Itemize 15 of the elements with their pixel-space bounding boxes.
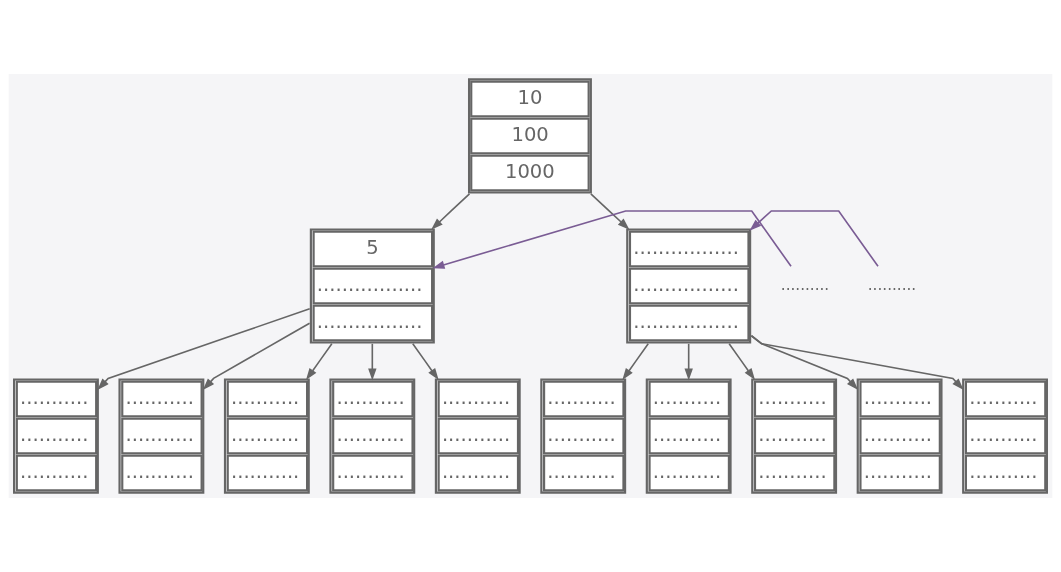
- arrow: [684, 343, 693, 381]
- arrow: [97, 307, 311, 391]
- arrow: [622, 343, 650, 381]
- arrow: [728, 343, 756, 381]
- arrow: [431, 193, 471, 230]
- arrow: [368, 343, 377, 381]
- arrow: [305, 343, 333, 381]
- arrow: [750, 334, 964, 391]
- arrow: [749, 210, 879, 268]
- arrow: [432, 210, 792, 269]
- node-text: ..........: [780, 276, 830, 295]
- arrow: [590, 193, 630, 230]
- arrow: [202, 322, 311, 391]
- arrow: [411, 343, 439, 381]
- node-text: ..........: [867, 276, 917, 295]
